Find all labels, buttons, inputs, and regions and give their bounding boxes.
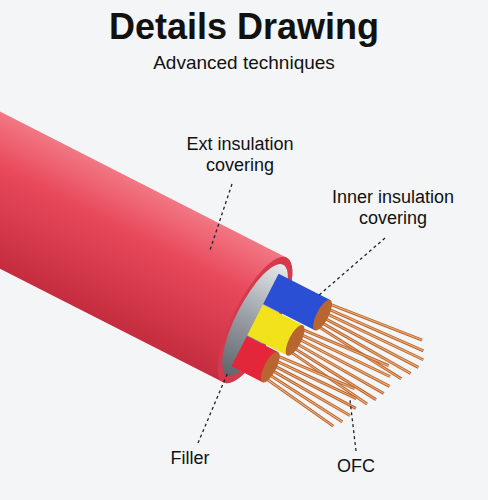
leader-lines [198, 184, 385, 451]
leader-line [350, 400, 356, 451]
part-label: Filler [150, 448, 230, 469]
leader-line [198, 372, 228, 443]
part-label: Inner insulation covering [306, 187, 480, 228]
part-label: Ext insulation covering [160, 134, 320, 175]
title: Details Drawing [0, 6, 488, 47]
blue-core-tip [310, 297, 336, 333]
leader-line [210, 184, 232, 250]
part-label: OFC [316, 456, 396, 477]
leader-line [318, 238, 385, 296]
subtitle: Advanced techniques [0, 52, 488, 74]
yellow-core-tip [282, 323, 308, 359]
red-core-tip [257, 349, 283, 385]
jacket-end [204, 248, 307, 393]
